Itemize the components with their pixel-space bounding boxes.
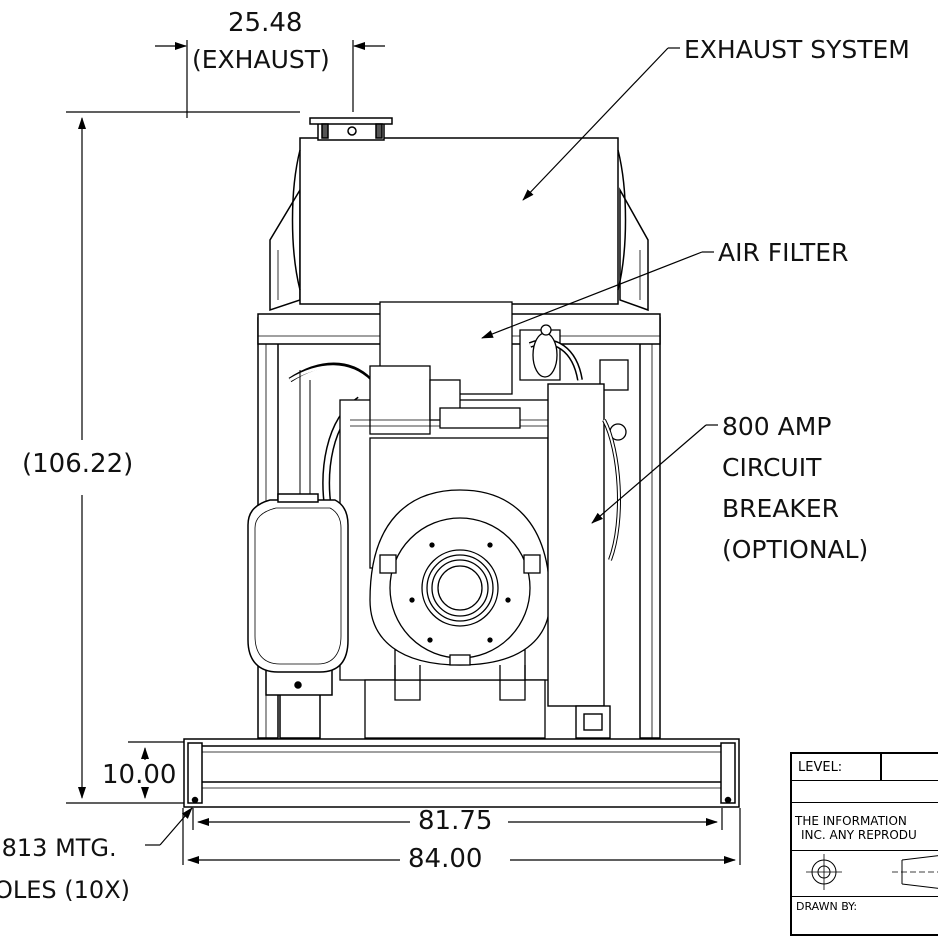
mounting-hole-leader: [145, 807, 193, 846]
exhaust-system-part: [269, 117, 649, 312]
callout-air-filter: AIR FILTER: [718, 238, 849, 267]
base-skid: [183, 738, 740, 808]
width-dimensions: [182, 808, 741, 865]
projection-symbol-icon: [806, 854, 938, 890]
overall-height-dimension: [66, 111, 300, 804]
coolant-tank-part: [247, 493, 349, 739]
exhaust-width-caption: (EXHAUST): [192, 45, 330, 74]
level-label: LEVEL:: [798, 760, 843, 775]
callout-breaker-line2: CIRCUIT: [722, 453, 822, 482]
title-block-level-row: LEVEL:: [792, 754, 938, 781]
title-block-blank-row: [792, 780, 938, 803]
alternator-end: [369, 489, 551, 701]
circuit-breaker-part: [547, 383, 621, 739]
exhaust-width-dimension: [155, 40, 385, 118]
callout-breaker-line1: 800 AMP: [722, 412, 832, 441]
info-line1: THE INFORMATION: [795, 814, 907, 828]
info-line2: INC. ANY REPRODU: [801, 828, 917, 842]
callout-leaders: [481, 47, 718, 524]
mounting-holes-line2: OLES (10X): [0, 876, 130, 904]
overall-width-value: 84.00: [408, 844, 483, 874]
mounting-holes-line1: .813 MTG.: [0, 834, 117, 862]
overall-height-value: (106.22): [22, 449, 134, 479]
inner-width-value: 81.75: [418, 806, 493, 836]
title-block-projection-row: [792, 850, 938, 897]
title-block: LEVEL: THE INFORMATION INC. ANY REPRODU …: [790, 752, 938, 936]
title-block-drawn-by-row: DRAWN BY:: [792, 896, 938, 926]
callout-breaker-line3: BREAKER: [722, 494, 839, 523]
base-height-dimension: [128, 741, 188, 799]
exhaust-width-value: 25.48: [228, 8, 303, 38]
callout-exhaust-system: EXHAUST SYSTEM: [684, 35, 910, 64]
base-height-value: 10.00: [102, 760, 177, 790]
title-block-info-row: THE INFORMATION INC. ANY REPRODU: [792, 802, 938, 851]
callout-breaker-line4: (OPTIONAL): [722, 535, 869, 564]
drawn-by-label: DRAWN BY:: [796, 900, 858, 913]
